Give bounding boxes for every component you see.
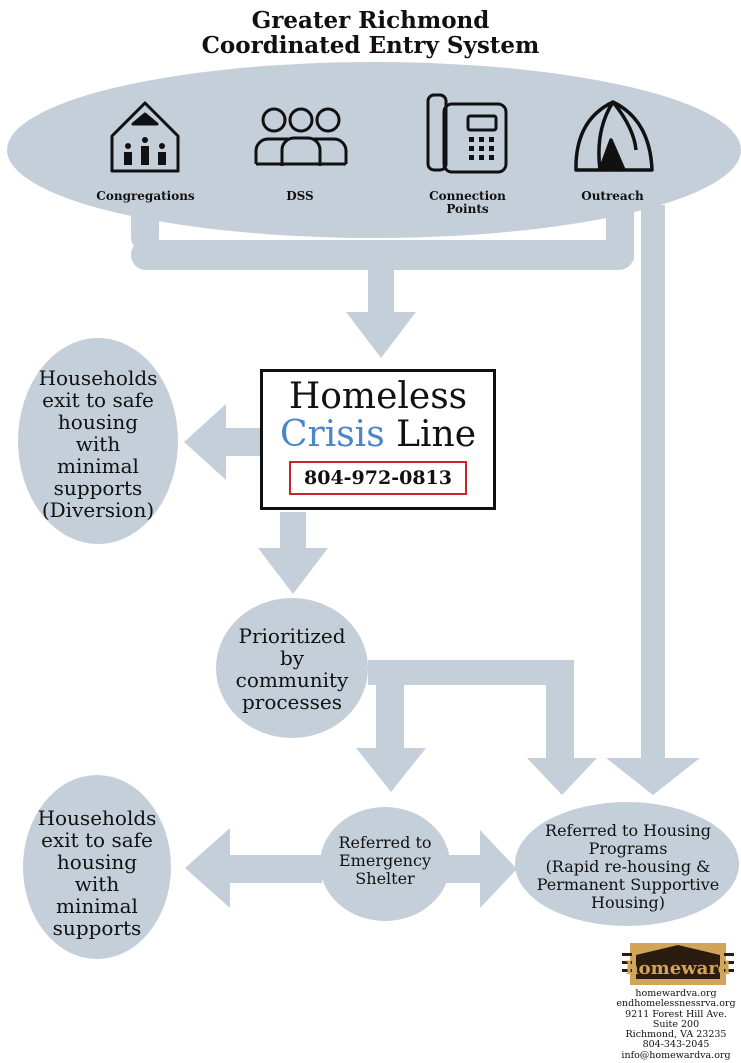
collector-left-drop bbox=[131, 200, 159, 250]
arrow-to-households-head bbox=[185, 828, 230, 908]
crisis-line-words: Crisis Line bbox=[263, 416, 493, 454]
source-outreach-label: Outreach bbox=[581, 189, 644, 203]
footer-address-1: 9211 Forest Hill Ave. bbox=[625, 1008, 727, 1020]
tent-icon bbox=[574, 100, 654, 172]
desk-phone-icon bbox=[426, 93, 508, 174]
footer-phone[interactable]: 804-343-2045 bbox=[642, 1039, 710, 1051]
page-title: Greater Richmond Coordinated Entry Syste… bbox=[0, 8, 741, 58]
arrow-to-housing-head bbox=[527, 758, 597, 795]
diversion-text: Households exit to safe housing with min… bbox=[38, 366, 158, 522]
title-line-1: Greater Richmond bbox=[251, 7, 490, 34]
arrow-to-crisis-shaft bbox=[368, 266, 394, 318]
households-exit-bubble-shape bbox=[23, 775, 171, 959]
entry-points-ellipse bbox=[7, 62, 741, 238]
split-bar bbox=[368, 660, 556, 685]
line-word: Line bbox=[396, 414, 477, 455]
housing-bubble-shape bbox=[515, 802, 739, 926]
footer-address-3: Richmond, VA 23235 bbox=[625, 1029, 727, 1041]
emergency-bubble-shape bbox=[320, 807, 450, 921]
arrow-to-prioritized-shaft bbox=[280, 512, 306, 552]
homeward-logo-graphic: homeward bbox=[622, 943, 734, 985]
arrow-to-prioritized-head bbox=[258, 548, 328, 594]
flow-shapes bbox=[7, 62, 741, 959]
arrow-to-crisis-head bbox=[346, 312, 416, 358]
homeless-crisis-line-box: Homeless Crisis Line 804-972-0813 bbox=[260, 369, 496, 510]
arrow-to-emergency-shaft bbox=[376, 684, 404, 750]
source-dss-label: DSS bbox=[286, 189, 314, 203]
arrow-to-housing-shaft bbox=[546, 660, 574, 760]
church-icon bbox=[110, 101, 180, 173]
outreach-direct-line bbox=[641, 205, 665, 770]
arrow-to-housing-head-2 bbox=[480, 830, 517, 908]
arrow-to-households-shaft bbox=[224, 855, 322, 883]
source-congregations-label: Congregations bbox=[96, 189, 195, 203]
households-exit-text: Households exit to safe housing with min… bbox=[37, 806, 157, 940]
arrow-to-diversion-shaft bbox=[220, 428, 262, 456]
title-line-2: Coordinated Entry System bbox=[201, 32, 540, 59]
outreach-arrow-head bbox=[606, 758, 700, 795]
emergency-shelter-text: Referred to Emergency Shelter bbox=[338, 833, 432, 888]
logo-text: homeward bbox=[626, 958, 731, 979]
contact-footer: homewardva.org endhomelessnessrva.org 92… bbox=[606, 988, 741, 1061]
footer-website-1[interactable]: homewardva.org bbox=[635, 988, 717, 999]
housing-programs-text: Referred to Housing Programs (Rapid re-h… bbox=[536, 821, 720, 912]
collector-bar bbox=[131, 240, 634, 270]
crisis-word: Crisis bbox=[279, 414, 385, 455]
arrow-to-diversion-head bbox=[184, 404, 226, 480]
prioritized-text: Prioritized by community processes bbox=[235, 624, 349, 714]
homeward-logo[interactable]: homeward bbox=[622, 943, 734, 985]
footer-address-2: Suite 200 bbox=[652, 1018, 700, 1030]
prioritized-bubble-shape bbox=[216, 598, 368, 738]
collector-right-drop bbox=[606, 200, 634, 260]
footer-website-2[interactable]: endhomelessnessrva.org bbox=[616, 998, 736, 1010]
arrow-to-emergency-head bbox=[356, 748, 426, 792]
footer-email[interactable]: info@homewardva.org bbox=[621, 1049, 731, 1061]
crisis-line-word-homeless: Homeless bbox=[288, 376, 468, 417]
crisis-phone-number[interactable]: 804-972-0813 bbox=[289, 461, 467, 495]
people-group-icon bbox=[254, 107, 348, 166]
diversion-bubble-shape bbox=[18, 338, 178, 544]
source-connection-points-label: Connection Points bbox=[429, 189, 506, 216]
